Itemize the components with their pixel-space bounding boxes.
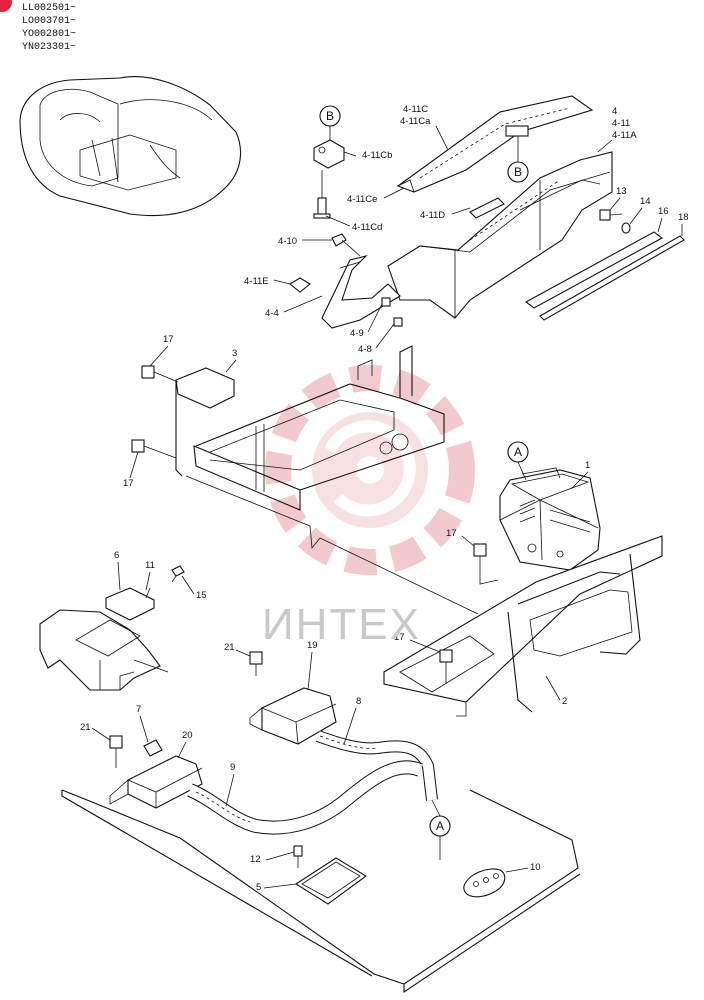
callout: 19 xyxy=(307,640,318,651)
part-duct-20 xyxy=(109,755,203,809)
part-clip-4-11Cb xyxy=(313,139,357,169)
part-strip-18 xyxy=(539,235,685,321)
callout: 4-11E xyxy=(244,276,269,287)
leader-line xyxy=(145,587,151,599)
part-bolt-4-10 xyxy=(331,233,361,257)
part-clip-4-11E xyxy=(289,277,311,293)
ref-label: A xyxy=(436,819,444,833)
callout: 6 xyxy=(114,550,119,561)
callout: 16 xyxy=(658,206,669,217)
callout: 4-8 xyxy=(358,344,372,355)
callout: 9 xyxy=(230,762,235,773)
serial-number: LO003701~ xyxy=(22,16,77,27)
part-bolt-17-c xyxy=(473,543,499,585)
callout: 4-11C xyxy=(403,104,428,115)
boundary-line xyxy=(185,475,479,615)
callout: 2 xyxy=(562,696,567,707)
leader-line xyxy=(517,461,527,481)
callout: 4-11 xyxy=(612,118,630,129)
callout: 4-11D xyxy=(420,210,445,221)
part-screw-15 xyxy=(171,565,185,583)
ref-marker-a-upper: A xyxy=(507,441,529,463)
callout: 17 xyxy=(446,528,457,539)
part-hose-9 xyxy=(187,760,423,835)
part-grommet-10 xyxy=(463,868,506,898)
serial-number: YN023301~ xyxy=(22,42,77,53)
serial-number-list: LL002501~ LO003701~ YO002801~ YN023301~ xyxy=(22,2,76,54)
part-nut-4-8 xyxy=(393,317,403,327)
callout: 10 xyxy=(530,862,541,873)
part-base-plate-2 xyxy=(383,535,663,717)
part-duct-4 xyxy=(387,151,613,319)
callout: 15 xyxy=(196,590,207,601)
ref-marker-b-upper: B xyxy=(319,105,341,127)
part-bolt-4-11Cd xyxy=(313,197,331,219)
callout: 1 xyxy=(585,460,590,471)
callout: 12 xyxy=(250,854,261,865)
callout: 5 xyxy=(256,882,261,893)
part-frame-3 xyxy=(175,345,445,511)
part-connector-7 xyxy=(143,739,163,757)
callout: 4-9 xyxy=(350,328,364,339)
leader-line xyxy=(431,799,441,860)
operator-seat-area xyxy=(19,76,242,217)
ref-marker-b-lower: B xyxy=(507,161,529,183)
callout: 11 xyxy=(145,560,155,571)
part-duct-19 xyxy=(249,687,337,745)
callout: 4-4 xyxy=(265,308,279,319)
callout: 4-11Cb xyxy=(362,150,392,161)
part-bolt-21-upper xyxy=(249,651,263,676)
watermark-gear-icon xyxy=(265,365,475,575)
callout: 3 xyxy=(232,348,237,359)
part-strip-16 xyxy=(524,231,664,309)
part-ac-unit-1 xyxy=(499,467,601,571)
callout: 13 xyxy=(616,186,627,197)
part-bolt-17-a xyxy=(141,365,179,383)
callout: 8 xyxy=(356,696,361,707)
part-bolt-13 xyxy=(599,209,623,221)
corner-mark xyxy=(0,0,12,12)
callout: 17 xyxy=(123,478,134,489)
callout: 4-10 xyxy=(278,236,297,247)
part-bolt-17-d xyxy=(439,649,453,684)
part-grille-6 xyxy=(105,587,155,621)
callout: 4-11A xyxy=(612,130,637,141)
cab-left-area xyxy=(39,609,169,691)
callout: 20 xyxy=(182,730,193,741)
ref-label: B xyxy=(514,165,522,179)
part-bolt-12 xyxy=(293,845,303,868)
part-nut-4-9 xyxy=(381,297,391,307)
ref-marker-a-lower: A xyxy=(429,815,451,837)
callout: 21 xyxy=(80,722,91,733)
callout: 17 xyxy=(394,632,405,643)
callout: 7 xyxy=(136,704,141,715)
callout-labels: 4-11C 4-11Ca 4 4-11 4-11A 4-11Cb 4-11Ce … xyxy=(80,104,689,893)
part-bolt-17-b xyxy=(131,439,177,459)
serial-number: YO002801~ xyxy=(22,29,77,40)
ref-label: A xyxy=(514,445,522,459)
part-bolt-21-lower xyxy=(109,735,123,768)
callout: 14 xyxy=(640,196,651,207)
callout: 4-11Ca xyxy=(400,116,431,127)
watermark-text: ИНТЕХ xyxy=(262,600,421,649)
callout: 4-11Ce xyxy=(347,194,377,205)
ref-label: B xyxy=(326,109,334,123)
callout: 4 xyxy=(612,106,617,117)
callout: 21 xyxy=(224,642,235,653)
cab-floor-plate xyxy=(61,789,581,994)
callout: 18 xyxy=(678,212,689,223)
part-bracket-4-4 xyxy=(321,254,401,329)
serial-number: LL002501~ xyxy=(22,3,77,14)
part-hose-8 xyxy=(315,730,438,801)
callout: 17 xyxy=(163,334,174,345)
part-cover-5 xyxy=(294,857,367,905)
part-washer-14 xyxy=(621,222,631,234)
part-cover-4-11C xyxy=(396,95,594,193)
callout: 4-11Cd xyxy=(352,222,382,233)
